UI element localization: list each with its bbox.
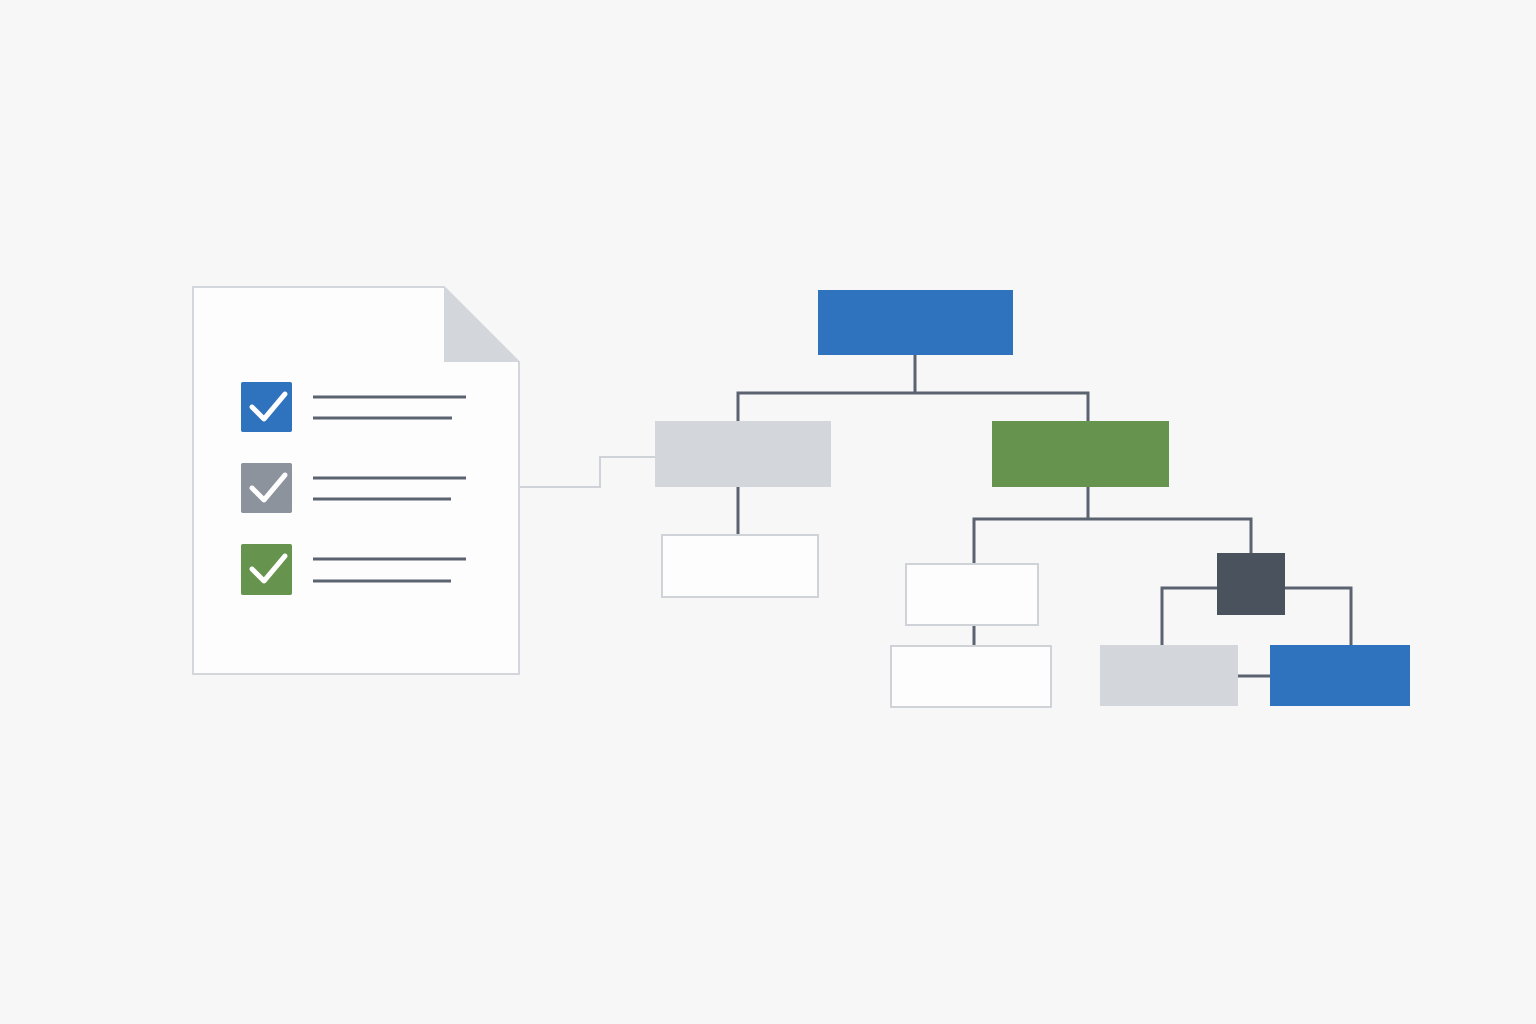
tree-node (992, 421, 1169, 487)
check-icon (249, 472, 288, 503)
tree-edge (1160, 586, 1217, 645)
tree-node (655, 421, 831, 487)
checklist-item (241, 382, 466, 432)
tree-edge (736, 391, 1090, 421)
tree-node (890, 645, 1052, 708)
tree-edge (972, 517, 1253, 564)
checkbox (241, 382, 292, 432)
tree-node-root (818, 290, 1013, 355)
checklist-item (241, 463, 466, 513)
check-icon (249, 391, 288, 422)
checklist-document (192, 286, 520, 675)
document-connector (519, 456, 655, 488)
tree-connectors (736, 355, 1353, 678)
check-icon (249, 553, 288, 584)
tree-node (1217, 553, 1285, 615)
checkbox (241, 463, 292, 513)
tree-nodes (655, 290, 1410, 708)
tree-node (661, 534, 819, 598)
tree-node (1100, 645, 1238, 706)
tree-node (905, 563, 1039, 626)
tree-node (1270, 645, 1410, 706)
document-fold (444, 287, 519, 362)
checklist-item (241, 544, 466, 595)
tree-edge (1285, 586, 1353, 645)
checkbox (241, 544, 292, 595)
